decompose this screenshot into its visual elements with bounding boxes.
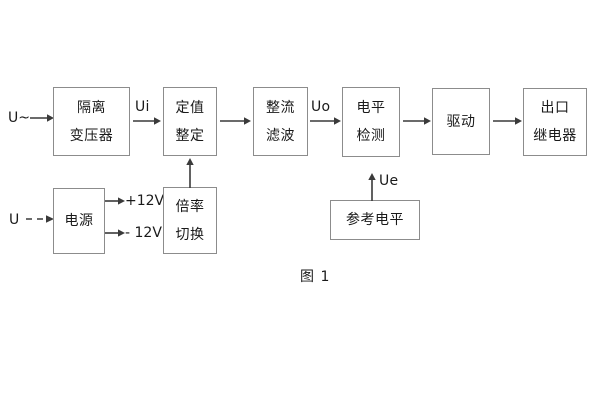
block-label-line: 驱动: [446, 113, 476, 130]
input-label-dc: U: [9, 212, 20, 228]
block-setpoint-setting: 定值 整定: [163, 87, 217, 156]
connector-level-detection-to-drive: [403, 116, 433, 126]
block-output-relay: 出口 继电器: [523, 88, 587, 156]
block-isolation-transformer: 隔离 变压器: [53, 87, 130, 156]
connector-input-to-isolation-transformer: [30, 113, 56, 123]
block-label-line: 隔离: [77, 99, 106, 116]
block-reference-level: 参考电平: [330, 200, 420, 240]
connector-reference-level-to-level-detection: [367, 172, 377, 201]
input-label-ac: U~: [8, 110, 30, 126]
connector-isolation-transformer-to-setpoint-setting: [133, 116, 163, 126]
block-label-line: 整流: [266, 99, 295, 116]
block-label-line: 电源: [64, 213, 94, 229]
block-rectify-filter: 整流 滤波: [253, 87, 308, 156]
block-label-line: 定值: [175, 99, 205, 116]
block-label-line: 继电器: [533, 128, 577, 144]
signal-label-ui: Ui: [135, 99, 150, 115]
connector-drive-to-output-relay: [493, 116, 524, 126]
connector-setpoint-setting-to-rectify-filter: [220, 116, 253, 126]
block-label-line: 检测: [356, 128, 386, 144]
block-level-detection: 电平 检测: [342, 87, 400, 157]
connector-power-supply-negative-rail: [105, 228, 127, 238]
block-label-line: 出口: [540, 100, 570, 116]
connector-power-supply-positive-rail: [105, 196, 127, 206]
connector-rectify-filter-to-level-detection: [310, 116, 343, 126]
block-label-line: 整定: [175, 127, 205, 144]
block-label-line: 切换: [175, 226, 205, 243]
signal-label-uo: Uo: [311, 99, 331, 115]
block-label-line: 倍率: [175, 198, 205, 215]
block-label-line: 参考电平: [346, 212, 404, 228]
block-label-line: 滤波: [266, 127, 295, 144]
block-label-line: 变压器: [69, 127, 114, 144]
rail-label-positive: +12V: [125, 193, 165, 209]
block-multiplier-switch: 倍率 切换: [163, 187, 217, 254]
block-label-line: 电平: [356, 100, 386, 116]
connector-multiplier-switch-to-setpoint-setting: [185, 157, 195, 188]
connector-input-to-power-supply: [26, 214, 56, 224]
block-power-supply: 电源: [53, 188, 105, 254]
signal-label-ue: Ue: [379, 173, 399, 189]
figure-caption: 图 1: [300, 269, 331, 285]
rail-label-negative: - 12V: [125, 225, 162, 241]
block-drive: 驱动: [432, 88, 490, 155]
